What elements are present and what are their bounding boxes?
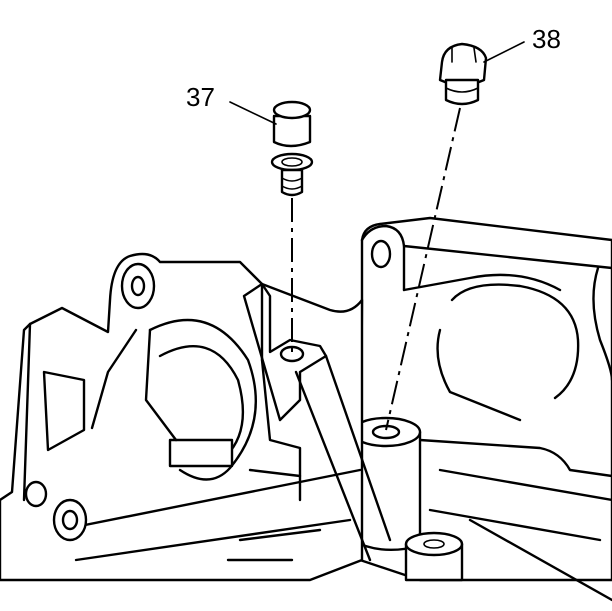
centerline-38 [385, 107, 461, 431]
callout-38-label: 38 [532, 24, 561, 54]
callout-37-label: 37 [186, 82, 215, 112]
leader-line-38 [483, 41, 525, 63]
bolt-38 [438, 42, 488, 106]
bolt-37 [270, 100, 314, 197]
rear-housing-casting [350, 216, 612, 602]
leader-line-37 [229, 101, 277, 125]
front-cover-casting [0, 252, 392, 582]
